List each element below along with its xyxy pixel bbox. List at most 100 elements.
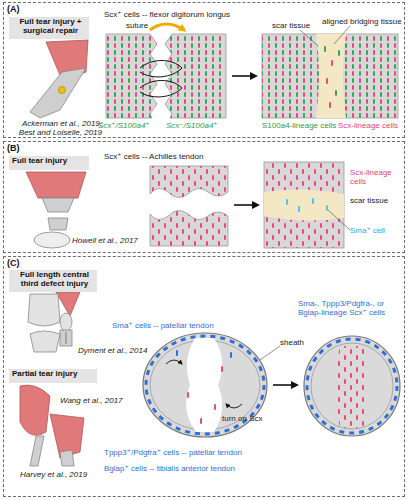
cell-label: Scx-lineage cells bbox=[338, 121, 408, 130]
cell-label: Sma⁺ cells -- patellar tendon bbox=[112, 321, 272, 330]
cell bbox=[187, 392, 189, 398]
cell bbox=[214, 404, 216, 410]
cell-fill bbox=[150, 166, 228, 198]
injury-header-box: Full length central third defect injury bbox=[9, 270, 97, 292]
cell bbox=[338, 50, 340, 56]
header-text: Partial tear injury bbox=[12, 370, 77, 379]
header-text: Full length central third defect injury bbox=[12, 271, 97, 289]
cell bbox=[200, 418, 202, 424]
patellar-tendon bbox=[60, 330, 72, 346]
cell bbox=[329, 102, 331, 108]
flexor-illustration bbox=[30, 40, 88, 118]
scarred-tendon bbox=[264, 162, 350, 248]
healed-tendon bbox=[262, 26, 398, 118]
citation: Dyment et al., 2014 bbox=[78, 346, 168, 355]
cell-fill bbox=[165, 34, 226, 118]
tendon-shape bbox=[60, 450, 74, 466]
scar-band bbox=[316, 34, 346, 118]
femur bbox=[28, 294, 60, 326]
tendon-shape bbox=[30, 436, 44, 466]
injury-header-box: Full tear injury bbox=[9, 156, 89, 170]
tendon-body bbox=[262, 34, 398, 118]
defect-area bbox=[186, 338, 222, 432]
muscle-shape bbox=[20, 385, 50, 435]
cell-fill bbox=[264, 162, 344, 248]
suture-line bbox=[140, 61, 182, 77]
header-text: Full tear injury + surgical repair bbox=[12, 18, 89, 36]
cell bbox=[324, 46, 326, 52]
migration-arrow bbox=[166, 360, 182, 364]
header-text: Full tear injury bbox=[12, 157, 67, 166]
cell bbox=[335, 90, 337, 96]
citation: Ackerman et al., 2019; Best and Loiselle… bbox=[10, 119, 102, 137]
cell-label: Scx⁺/S100a4⁺ bbox=[98, 121, 168, 130]
cell bbox=[326, 78, 328, 84]
callout-label: sheath bbox=[280, 338, 320, 347]
leader-line bbox=[334, 26, 350, 44]
suture-arrow bbox=[150, 24, 184, 30]
cell-fill bbox=[336, 346, 368, 428]
cell-label: Scx⁻/S100a4⁺ bbox=[166, 121, 236, 130]
cell bbox=[221, 366, 223, 372]
migration-arrow bbox=[226, 404, 242, 408]
tibia bbox=[30, 331, 60, 352]
sheath-line bbox=[311, 343, 393, 429]
callout-label: scar tissue bbox=[272, 21, 322, 30]
muscle-shape bbox=[26, 172, 86, 198]
citation: Harvey et al., 2019 bbox=[20, 470, 110, 479]
sutured-tendon bbox=[106, 24, 226, 118]
tendon-stump bbox=[150, 210, 228, 246]
cell-label: Sma⁺ cell bbox=[350, 226, 405, 235]
progress-arrow bbox=[234, 204, 258, 206]
cell bbox=[331, 60, 333, 66]
leader-line bbox=[260, 346, 280, 360]
cell bbox=[326, 205, 328, 211]
callout-label: turn on Scx bbox=[222, 414, 282, 423]
callout-label: aligned bridging tissue bbox=[322, 17, 408, 26]
cell bbox=[298, 206, 300, 212]
cell bbox=[286, 199, 288, 205]
suture-mark bbox=[59, 87, 66, 94]
progress-arrow bbox=[273, 384, 297, 386]
injury-header-box: Partial tear injury bbox=[9, 369, 97, 383]
cell-fill bbox=[150, 210, 228, 246]
heel-bone bbox=[34, 232, 70, 248]
cell-label: Tppp3⁺/Pdgfra⁺ cells -- patellar tendon bbox=[104, 448, 304, 457]
suture-line bbox=[140, 81, 182, 97]
tendon-shape bbox=[30, 68, 86, 118]
cell bbox=[312, 198, 314, 204]
scar-band bbox=[264, 189, 344, 220]
panel-letter: (B) bbox=[7, 143, 20, 153]
citation: Wang et al., 2017 bbox=[60, 396, 140, 405]
citation: Howell et al., 2017 bbox=[72, 236, 152, 245]
cell-label: Scx⁺ cells -- flexor digitorum longus bbox=[104, 10, 304, 19]
callout-label: scar tissue bbox=[350, 196, 405, 205]
cell-label: Scx-lineage cells bbox=[350, 168, 405, 186]
tendon-stump bbox=[150, 166, 228, 198]
tendon-shape bbox=[48, 218, 68, 230]
sheath-cells bbox=[307, 339, 397, 433]
tendon-stump bbox=[165, 34, 226, 118]
cell-label: Scx⁺ cells -- Achilles tendon bbox=[104, 152, 264, 161]
cell-fill bbox=[262, 34, 398, 118]
panel-letter: (C) bbox=[7, 258, 20, 268]
knee-illustration bbox=[28, 292, 80, 352]
panel-letter: (A) bbox=[7, 4, 20, 14]
panel-frame: (B) Full tear injury bbox=[3, 141, 405, 253]
healed-cross-section bbox=[304, 336, 400, 436]
panel-frame: (C) Full length central third defect inju… bbox=[3, 256, 405, 497]
tendon-section bbox=[304, 336, 400, 436]
patella bbox=[60, 313, 72, 331]
cell bbox=[230, 352, 232, 358]
tendon-body bbox=[264, 162, 344, 248]
cell-label: Bglap⁺ cells -- tibialis anterior tendon bbox=[104, 464, 304, 473]
defect-mark bbox=[66, 332, 67, 344]
torn-tendon bbox=[150, 166, 228, 246]
callout-label: suture bbox=[126, 21, 166, 30]
leader-line bbox=[300, 30, 318, 46]
leader-line bbox=[328, 210, 350, 230]
cell bbox=[176, 350, 178, 356]
progress-arrow bbox=[232, 75, 256, 77]
